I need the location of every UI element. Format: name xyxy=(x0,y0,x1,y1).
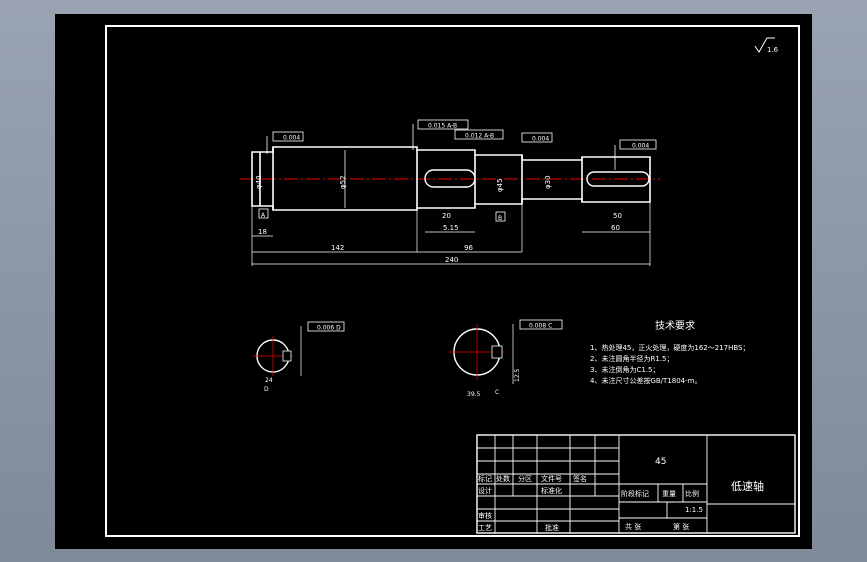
roughness-value: 1.6 xyxy=(767,46,779,54)
svg-text:A: A xyxy=(261,212,266,219)
sec2-dim: 39.5 xyxy=(467,391,481,398)
dim-overall: 240 xyxy=(445,256,458,264)
dim-dia-left: φ40 xyxy=(255,175,263,189)
tolerance-frame-3: 0.012 A-B xyxy=(454,129,504,140)
tb-weight: 重量 xyxy=(662,490,676,498)
svg-text:0.015 A-B: 0.015 A-B xyxy=(428,123,457,130)
dim-right-keyway: 50 xyxy=(613,212,622,220)
tb-total: 共 张 xyxy=(625,522,641,531)
datum-c-label: C xyxy=(495,389,499,396)
tolerance-frame-1: 0.004 xyxy=(266,131,304,154)
keyway-right xyxy=(586,171,650,187)
svg-text:0.012 A-B: 0.012 A-B xyxy=(465,133,494,140)
tb-mark: 标记 xyxy=(478,474,492,483)
section-view-2: 0.008 C 39.5 12.5 xyxy=(449,319,563,398)
tolerance-frame-5: 0.004 xyxy=(614,139,657,170)
tech-note-1: 1、热处理45，正火处理，硬度为162～217HBS； xyxy=(590,343,749,352)
dim-mid-section: 96 xyxy=(464,244,473,252)
drawing-sheet: 1.6 φ40 φ52 φ45 φ30 A B 0.004 0.015 A-B xyxy=(55,14,812,549)
svg-text:0.004: 0.004 xyxy=(632,143,649,150)
dim-dia-mid: φ45 xyxy=(496,178,504,192)
dim-key-width: 20 xyxy=(442,212,451,220)
sec1-dim: 24 xyxy=(265,377,273,384)
tb-sheet: 第 张 xyxy=(673,522,689,531)
tb-ratio: 比例 xyxy=(685,489,699,498)
svg-text:0.006 D: 0.006 D xyxy=(317,325,341,332)
svg-text:0.008 C: 0.008 C xyxy=(529,323,552,330)
tech-note-2: 2、未注圆角半径为R1.5； xyxy=(590,354,673,363)
tb-standard: 标准化 xyxy=(541,486,562,495)
tech-note-3: 3、未注倒角为C1.5； xyxy=(590,365,659,374)
tb-material: 45 xyxy=(655,457,666,467)
tb-review: 审核 xyxy=(478,511,492,520)
tb-count: 处数 xyxy=(496,474,510,483)
dim-dia-right: φ30 xyxy=(544,175,552,189)
tb-approve: 批准 xyxy=(545,523,559,532)
keyway-left xyxy=(424,169,476,188)
dim-keyway-len: 5.15 xyxy=(443,224,459,232)
tb-scale: 1:1.5 xyxy=(685,506,703,514)
tech-note-4: 4、未注尺寸公差按GB/T1804-m。 xyxy=(590,376,701,385)
drawing-frame xyxy=(105,25,800,537)
dim-right-len: 60 xyxy=(611,224,620,232)
sec2-depth: 12.5 xyxy=(514,368,521,382)
datum-b: B xyxy=(495,211,506,222)
dim-left-end: 18 xyxy=(258,228,267,236)
dimension-lines xyxy=(251,202,651,266)
datum-d-label: D xyxy=(264,386,269,393)
title-block xyxy=(476,434,796,534)
svg-text:B: B xyxy=(498,215,502,222)
tb-zone: 分区 xyxy=(518,474,532,483)
datum-a: A xyxy=(258,208,269,219)
dim-left-section: 142 xyxy=(331,244,344,252)
tb-sign: 签名 xyxy=(573,474,587,483)
tech-requirements-title: 技术要求 xyxy=(655,319,695,332)
tb-docno: 文件号 xyxy=(541,474,562,483)
svg-text:0.004: 0.004 xyxy=(532,136,549,143)
tb-stage: 阶段标记 xyxy=(621,489,649,498)
roughness-corner-symbol xyxy=(754,37,775,53)
svg-text:0.004: 0.004 xyxy=(283,135,300,142)
tb-process: 工艺 xyxy=(478,524,492,532)
dim-dia-big: φ52 xyxy=(339,175,347,189)
section-view-1: 0.006 D 24 xyxy=(253,321,345,384)
cad-drawing: 1.6 φ40 φ52 φ45 φ30 A B 0.004 0.015 A-B xyxy=(105,25,800,537)
tb-part-name: 低速轴 xyxy=(731,479,764,493)
tolerance-frame-4: 0.004 xyxy=(521,132,553,143)
tb-design: 设计 xyxy=(478,486,492,495)
tolerance-frame-2: 0.015 A-B xyxy=(412,119,469,150)
